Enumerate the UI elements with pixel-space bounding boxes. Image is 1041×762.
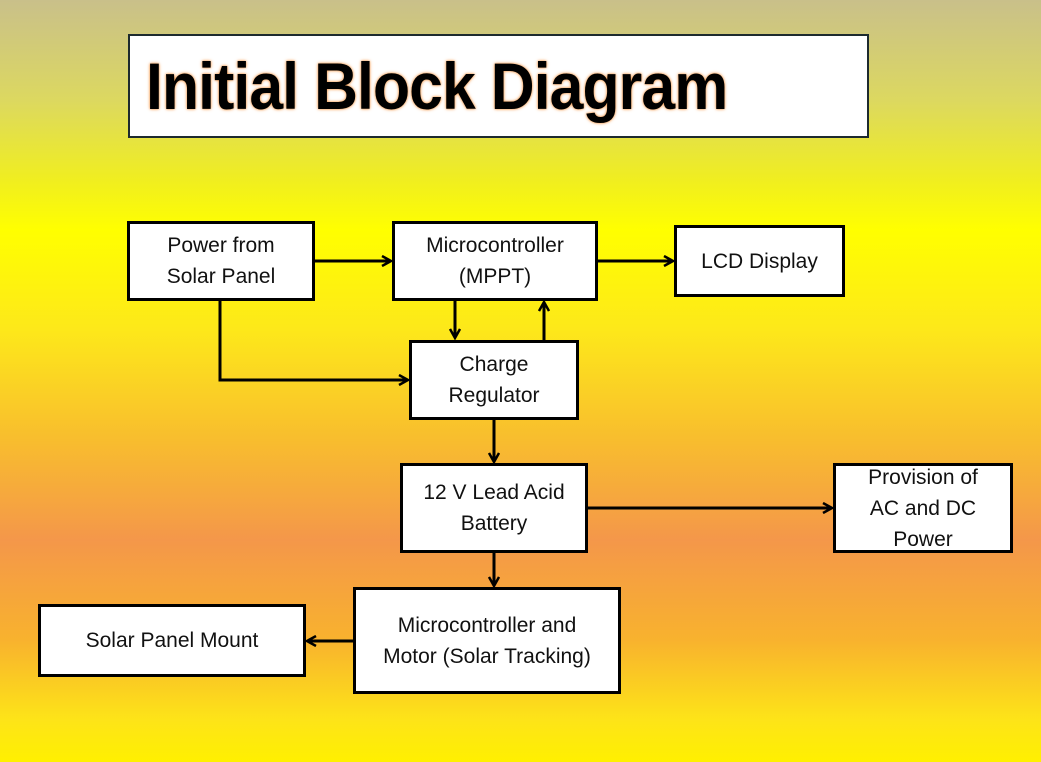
title-box: Initial Block Diagram xyxy=(128,34,869,138)
arrow-solar-to-regulator xyxy=(218,300,408,380)
block-battery: 12 V Lead Acid Battery xyxy=(400,463,588,553)
diagram-title: Initial Block Diagram xyxy=(146,49,728,123)
block-ac-dc-power: Provision of AC and DC Power xyxy=(833,463,1013,553)
block-lcd-display: LCD Display xyxy=(674,225,845,297)
block-mppt-microcontroller: Microcontroller (MPPT) xyxy=(392,221,598,301)
block-solar-panel-mount: Solar Panel Mount xyxy=(38,604,306,677)
block-charge-regulator: Charge Regulator xyxy=(409,340,579,420)
block-solar-power: Power from Solar Panel xyxy=(127,221,315,301)
block-solar-tracking: Microcontroller and Motor (Solar Trackin… xyxy=(353,587,621,694)
